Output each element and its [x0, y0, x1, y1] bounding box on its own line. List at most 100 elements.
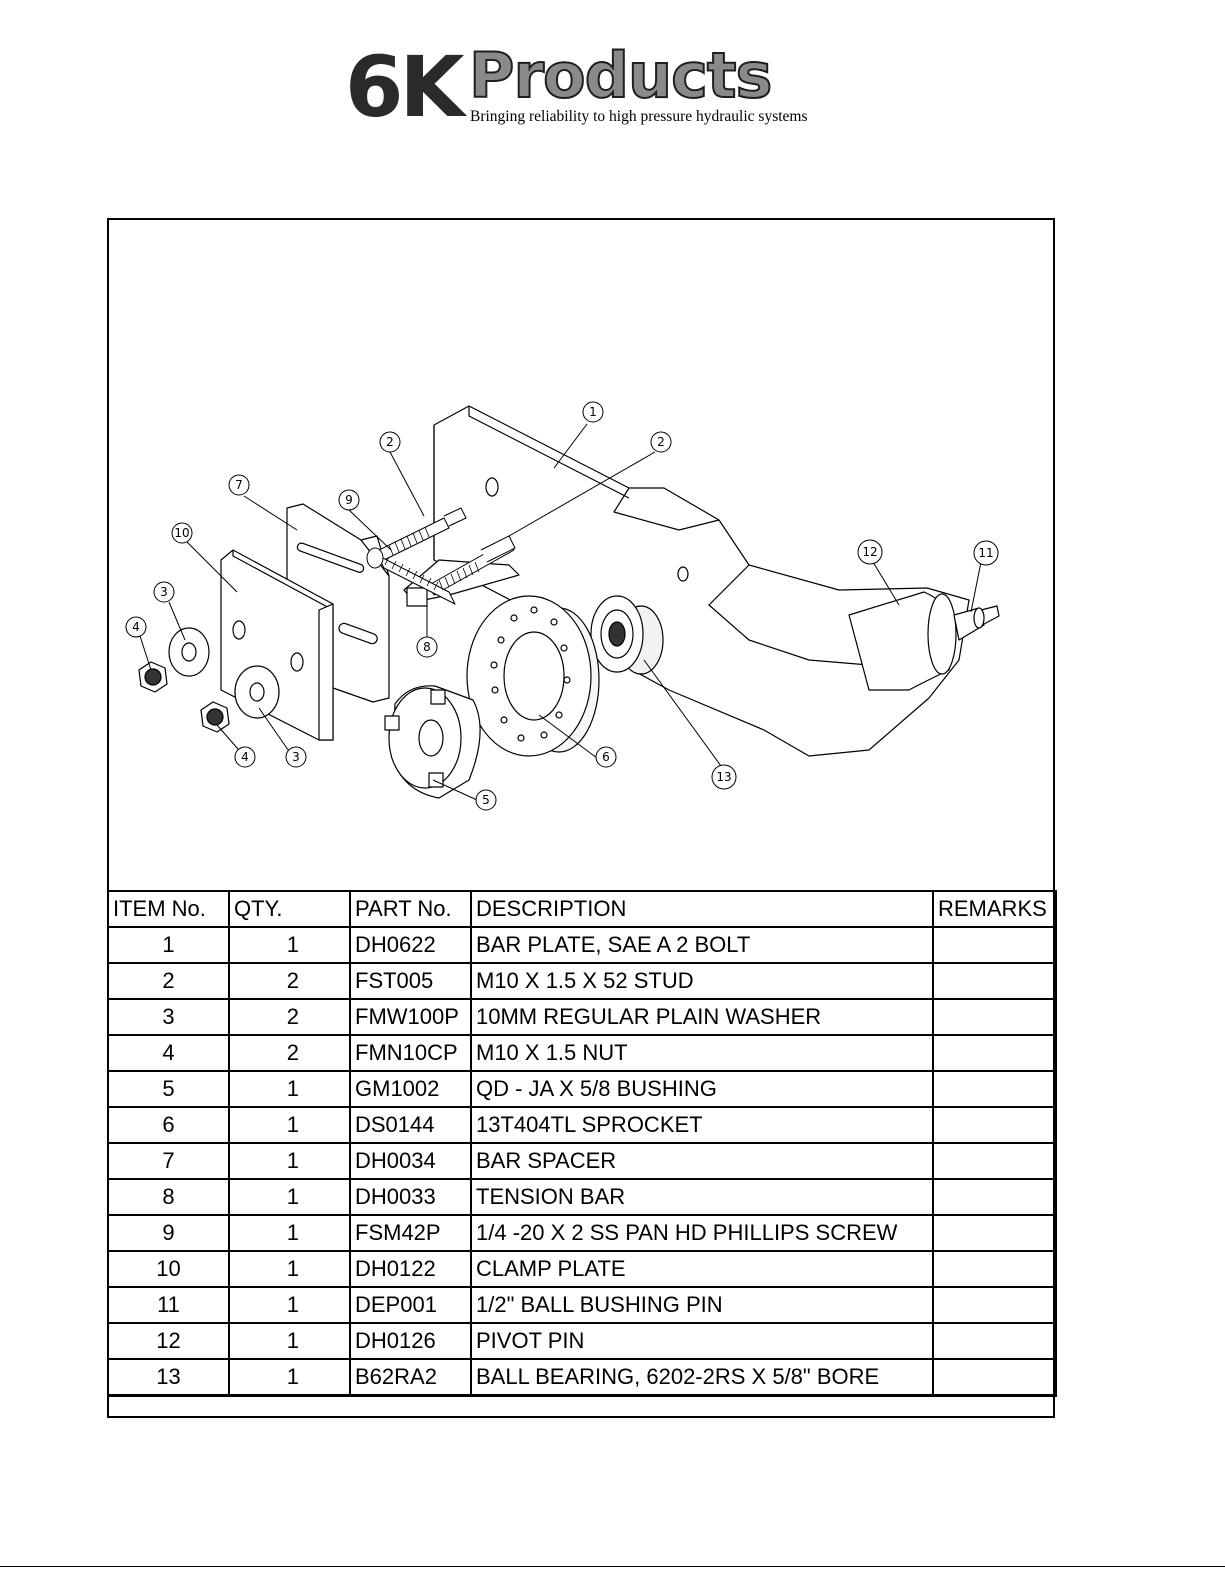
balloon-label: 3: [292, 750, 300, 764]
part-no: DH0622: [349, 926, 472, 964]
qty: 1: [228, 926, 351, 964]
description: QD - JA X 5/8 BUSHING: [470, 1070, 934, 1108]
qty: 1: [228, 1070, 351, 1108]
part-no: FSM42P: [349, 1214, 472, 1252]
company-logo: 6K Products Bringing reliability to high…: [345, 38, 845, 136]
part-no: FMW100P: [349, 998, 472, 1036]
col-item-no: ITEM No.: [107, 890, 230, 928]
remarks: [932, 1070, 1057, 1108]
balloon-label: 11: [978, 546, 993, 560]
item-no: 4: [107, 1034, 230, 1072]
part-no: DH0034: [349, 1142, 472, 1180]
col-part-no: PART No.: [349, 890, 472, 928]
remarks: [932, 1322, 1057, 1360]
balloon-label: 13: [716, 770, 731, 784]
part-no: DEP001: [349, 1286, 472, 1324]
remarks: [932, 1358, 1057, 1397]
qty: 2: [228, 962, 351, 1000]
description: 10MM REGULAR PLAIN WASHER: [470, 998, 934, 1036]
table-header-row: ITEM No. QTY. PART No. DESCRIPTION REMAR…: [107, 890, 1057, 928]
description: M10 X 1.5 X 52 STUD: [470, 962, 934, 1000]
balloon-label: 12: [862, 545, 877, 559]
remarks: [932, 926, 1057, 964]
balloon-label: 3: [160, 585, 168, 599]
qty: 1: [228, 1286, 351, 1324]
remarks: [932, 998, 1057, 1036]
item-no: 7: [107, 1142, 230, 1180]
col-remarks: REMARKS: [932, 890, 1057, 928]
item-no: 11: [107, 1286, 230, 1324]
balloon-label: 1: [589, 405, 597, 419]
qty: 1: [228, 1358, 351, 1397]
balloon-label: 5: [482, 793, 490, 807]
part-no: DH0122: [349, 1250, 472, 1288]
qty: 1: [228, 1142, 351, 1180]
description: M10 X 1.5 NUT: [470, 1034, 934, 1072]
logo-wordmark: Products: [468, 39, 773, 112]
remarks: [932, 1250, 1057, 1288]
col-qty: QTY.: [228, 890, 351, 928]
description: 13T404TL SPROCKET: [470, 1106, 934, 1144]
logo-tagline: Bringing reliability to high pressure hy…: [470, 108, 808, 125]
balloon-label: 4: [241, 750, 249, 764]
page-bottom-rule: [0, 1566, 1225, 1567]
part-no: GM1002: [349, 1070, 472, 1108]
item-no: 2: [107, 962, 230, 1000]
remarks: [932, 1034, 1057, 1072]
qty: 2: [228, 1034, 351, 1072]
item-no: 10: [107, 1250, 230, 1288]
item-no: 13: [107, 1358, 230, 1397]
item-no: 6: [107, 1106, 230, 1144]
balloon-label: 2: [386, 435, 394, 449]
qty: 2: [228, 998, 351, 1036]
remarks: [932, 1106, 1057, 1144]
description: BAR SPACER: [470, 1142, 934, 1180]
remarks: [932, 1178, 1057, 1216]
part-no: FST005: [349, 962, 472, 1000]
exploded-assembly-drawing: 1 2 2 3 3 4 4 5 6 7 8 9 10 11 12 13: [125, 401, 1000, 811]
part-no: DS0144: [349, 1106, 472, 1144]
bill-of-materials-table: ITEM No. QTY. PART No. DESCRIPTION REMAR…: [107, 890, 1057, 1397]
description: PIVOT PIN: [470, 1322, 934, 1360]
balloon-label: 7: [235, 478, 243, 492]
qty: 1: [228, 1214, 351, 1252]
balloon-label: 10: [174, 526, 189, 540]
description: BAR PLATE, SAE A 2 BOLT: [470, 926, 934, 964]
description: 1/4 -20 X 2 SS PAN HD PHILLIPS SCREW: [470, 1214, 934, 1252]
balloon-label: 4: [132, 620, 140, 634]
balloon-label: 2: [657, 435, 665, 449]
description: 1/2" BALL BUSHING PIN: [470, 1286, 934, 1324]
item-no: 1: [107, 926, 230, 964]
qty: 1: [228, 1250, 351, 1288]
part-no: DH0126: [349, 1322, 472, 1360]
item-no: 12: [107, 1322, 230, 1360]
description: CLAMP PLATE: [470, 1250, 934, 1288]
remarks: [932, 962, 1057, 1000]
remarks: [932, 1214, 1057, 1252]
description: BALL BEARING, 6202-2RS X 5/8" BORE: [470, 1358, 934, 1397]
balloon-label: 6: [602, 750, 610, 764]
item-no: 9: [107, 1214, 230, 1252]
remarks: [932, 1142, 1057, 1180]
qty: 1: [228, 1178, 351, 1216]
part-no: B62RA2: [349, 1358, 472, 1397]
logo-mark: 6K: [345, 38, 465, 136]
part-no: DH0033: [349, 1178, 472, 1216]
balloon-label: 8: [423, 640, 431, 654]
qty: 1: [228, 1106, 351, 1144]
qty: 1: [228, 1322, 351, 1360]
remarks: [932, 1286, 1057, 1324]
